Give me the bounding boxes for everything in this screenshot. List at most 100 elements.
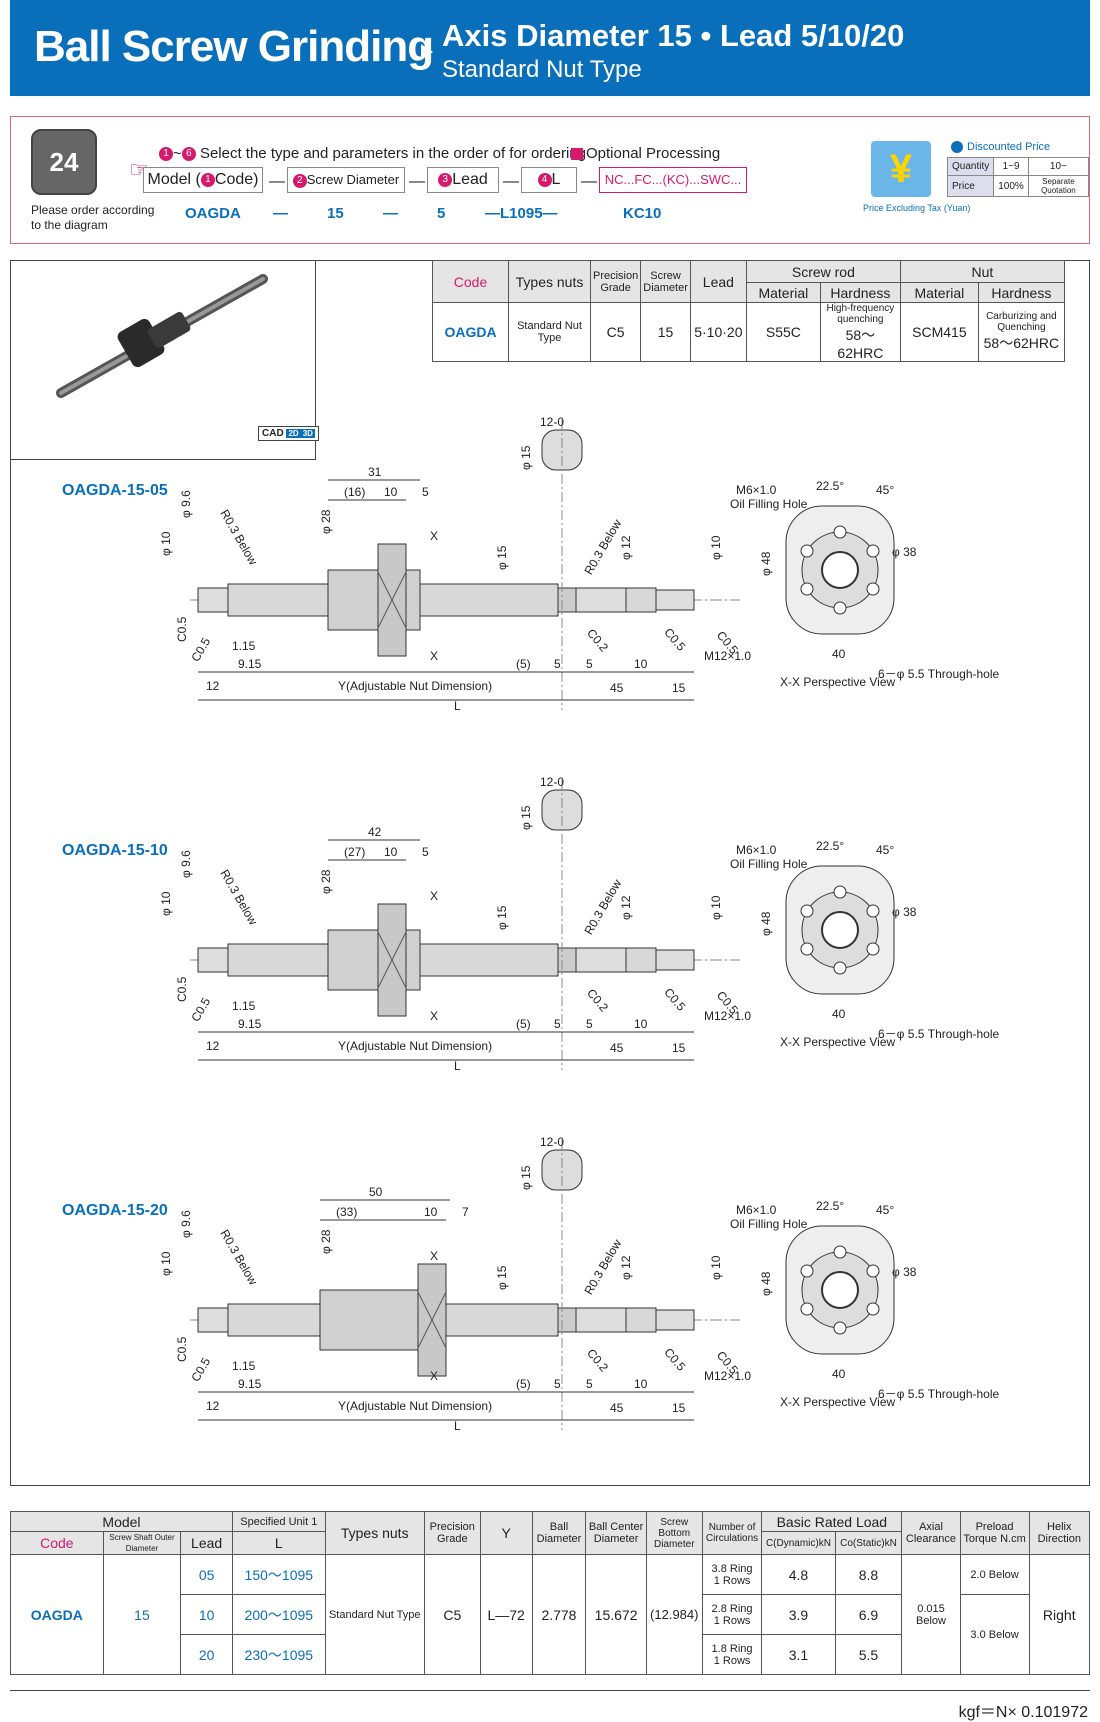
- dim-10: 10: [634, 657, 648, 671]
- through-hole: [833, 961, 847, 975]
- dim-phi28: φ 28: [319, 1229, 333, 1254]
- qty2: 10~: [1027, 157, 1090, 176]
- bt-h-circulations: Number of Circulations: [701, 1511, 763, 1555]
- bt-h-ball: Ball Diameter: [531, 1511, 587, 1555]
- spec-h-code: Code: [432, 260, 509, 303]
- dim-l: L: [454, 699, 461, 713]
- bt-torque: 3.0 Below: [959, 1594, 1030, 1675]
- circ-ring: 3.8 Ring: [711, 1562, 753, 1575]
- step-circle: 1: [200, 172, 215, 187]
- through-hole: [866, 544, 880, 558]
- bt-static: 8.8: [834, 1554, 903, 1595]
- dim-phi38: φ 38: [892, 545, 917, 559]
- dim-inner: (33): [336, 1205, 357, 1219]
- dim-m6: M6×1.0: [736, 483, 777, 497]
- dim-holes: 6－φ 5.5 Through-hole: [878, 1387, 1000, 1401]
- separator: —: [503, 173, 519, 190]
- bt-h-precision: Precision Grade: [423, 1511, 481, 1555]
- bt-static: 5.5: [834, 1634, 903, 1675]
- dim-angle-225: 22.5°: [816, 479, 844, 493]
- length-label: L: [551, 171, 561, 188]
- price1: 100%: [993, 175, 1029, 197]
- screw-diameter-label: Screw Diameter: [306, 172, 400, 187]
- bt-h-center: Ball Center Diameter: [585, 1511, 647, 1555]
- instruction-text: Select the type and parameters in the or…: [199, 145, 586, 162]
- dim-xx-view: X-X Perspective View: [780, 1395, 895, 1409]
- spec-h-types: Types nuts: [508, 260, 591, 303]
- through-hole: [833, 525, 847, 539]
- dot-icon: [951, 141, 963, 154]
- bt-lead: 20: [180, 1634, 233, 1675]
- through-hole: [800, 544, 814, 558]
- through-hole: [833, 1321, 847, 1335]
- step-circle: 2: [292, 173, 307, 188]
- thread-section: [625, 947, 657, 973]
- bt-h-axial: Axial Clearance: [901, 1511, 961, 1555]
- step-circle: 6: [181, 147, 196, 162]
- bt-dynamic: 3.9: [761, 1594, 836, 1635]
- flange-bore: [821, 551, 859, 589]
- dim-oil-hole: Oil Filling Hole: [730, 497, 808, 511]
- spec-table: Code Types nuts Precision Grade Screw Di…: [432, 260, 1065, 362]
- dim-915: 9.15: [238, 657, 262, 671]
- flange-bore: [821, 1271, 859, 1309]
- dim-width-10: 10: [384, 845, 398, 859]
- dim-angle-225: 22.5°: [816, 1199, 844, 1213]
- dim-5p: (5): [516, 1377, 531, 1391]
- dim-915: 9.15: [238, 1377, 262, 1391]
- dim-c05-r: C0.5: [661, 1345, 688, 1374]
- discount-title-text: Discounted Price: [967, 141, 1051, 153]
- bt-h-torque: Preload Torque N.cm: [959, 1511, 1030, 1555]
- thread-section: [625, 587, 657, 613]
- bt-dynamic: 4.8: [761, 1554, 836, 1595]
- dim-phi12: φ 12: [619, 895, 633, 920]
- shaft-end-right: [655, 949, 695, 971]
- dim-phi12: φ 12: [619, 1255, 633, 1280]
- ball-screw-illustration: [56, 274, 268, 398]
- phone-24h-icon: 24: [31, 129, 97, 195]
- bt-h-l: L: [231, 1531, 326, 1555]
- dim-c05-r: C0.5: [661, 625, 688, 654]
- bt-h-dynamic: C(Dynamic)kN: [761, 1531, 836, 1555]
- example-code: OAGDA: [185, 205, 241, 222]
- dim-key-dia: φ 15: [519, 445, 533, 470]
- shaft-end-left: [197, 587, 229, 613]
- dim-phi48: φ 48: [759, 911, 773, 936]
- bt-code: OAGDA: [10, 1554, 104, 1675]
- through-hole: [866, 1264, 880, 1278]
- dim-holes: 6－φ 5.5 Through-hole: [878, 1027, 1000, 1041]
- bt-h-load: Basic Rated Load: [761, 1511, 903, 1532]
- bt-h-bottom: Screw Bottom Diameter: [645, 1511, 703, 1555]
- section-mark-x: X: [430, 1249, 438, 1263]
- through-hole: [866, 904, 880, 918]
- unit-footnote: kgf＝N× 0.101972: [958, 1704, 1088, 1721]
- dim-10: 10: [634, 1017, 648, 1031]
- example-sep: —: [383, 205, 398, 222]
- dim-phi96: φ 9.6: [179, 1210, 193, 1238]
- shaft-end-left: [197, 947, 229, 973]
- dim-c05: C0.5: [175, 976, 189, 1002]
- dim-phi10-right: φ 10: [709, 1255, 723, 1280]
- bt-center: 15.672: [585, 1554, 647, 1675]
- spec-h-precision: Precision Grade: [589, 260, 642, 303]
- bt-h-static: Co(Static)kN: [834, 1531, 903, 1555]
- bt-h-model: Model: [10, 1511, 233, 1532]
- dim-inner: (16): [344, 485, 365, 499]
- dim-phi10: φ 10: [159, 531, 173, 556]
- dim-115: 1.15: [232, 999, 256, 1013]
- dim-r03: R0.3 Below: [217, 867, 260, 927]
- nut-body-shape: [147, 311, 191, 349]
- bt-shaft: 15: [102, 1554, 182, 1675]
- separator: —: [409, 173, 425, 190]
- spec-types: Standard Nut Type: [508, 302, 591, 362]
- flange-bore: [821, 911, 859, 949]
- dim-l: L: [454, 1419, 461, 1433]
